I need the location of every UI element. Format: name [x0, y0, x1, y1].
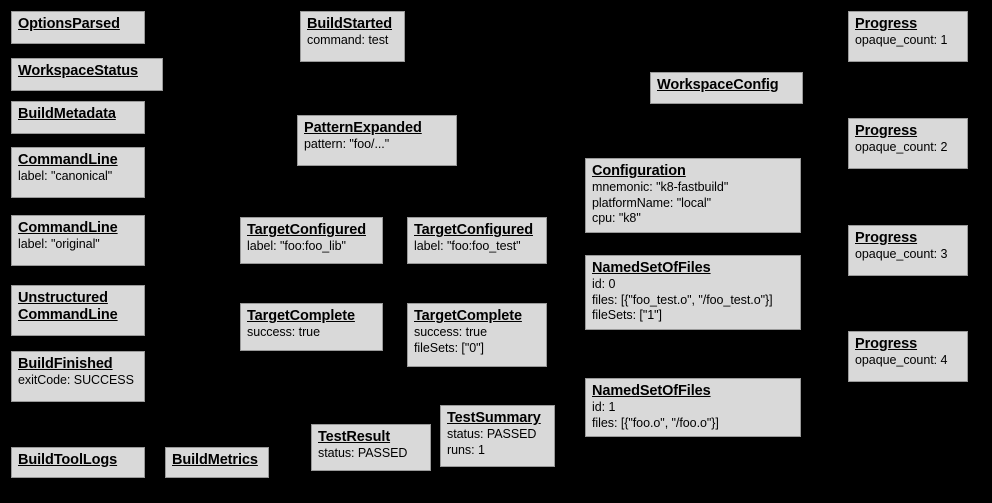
event-node-fields: opaque_count: 2	[855, 140, 948, 154]
event-node-title: TestSummary	[447, 410, 541, 426]
event-node-build-metadata[interactable]: BuildMetadata	[11, 101, 145, 134]
event-node-fields: id: 0 files: [{"foo_test.o", "/foo_test.…	[592, 277, 773, 322]
event-node-title: TargetComplete	[414, 308, 522, 324]
event-node-title: PatternExpanded	[304, 120, 422, 136]
event-node-title: BuildToolLogs	[18, 452, 118, 468]
event-node-title: WorkspaceConfig	[657, 77, 779, 93]
event-node-title: Progress	[855, 16, 918, 32]
event-node-fields: label: "canonical"	[18, 169, 113, 183]
event-node-title: BuildStarted	[307, 16, 393, 32]
event-node-title: TestResult	[318, 429, 391, 445]
event-node-fields: status: PASSED	[318, 446, 408, 460]
event-node-fields: label: "foo:foo_lib"	[247, 239, 346, 253]
event-node-fields: opaque_count: 3	[855, 247, 948, 261]
event-node-build-metrics[interactable]: BuildMetrics	[165, 447, 269, 478]
event-node-title: WorkspaceStatus	[18, 63, 138, 79]
event-node-title: Configuration	[592, 163, 686, 179]
event-node-fields: mnemonic: "k8-fastbuild" platformName: "…	[592, 180, 729, 225]
event-node-title: CommandLine	[18, 220, 118, 236]
event-node-title: TargetConfigured	[247, 222, 366, 238]
event-node-title: Progress	[855, 336, 918, 352]
event-node-fields: label: "original"	[18, 237, 100, 251]
event-node-title: BuildMetadata	[18, 106, 116, 122]
event-node-workspace-status[interactable]: WorkspaceStatus	[11, 58, 163, 91]
event-node-fields: pattern: "foo/..."	[304, 137, 390, 151]
event-node-build-tool-logs[interactable]: BuildToolLogs	[11, 447, 145, 478]
event-node-fields: exitCode: SUCCESS	[18, 373, 134, 387]
event-node-unstructured-command-line[interactable]: Unstructured CommandLine	[11, 285, 145, 336]
event-node-title: NamedSetOfFiles	[592, 260, 711, 276]
event-node-title: Progress	[855, 230, 918, 246]
event-node-fields: opaque_count: 1	[855, 33, 948, 47]
event-node-fields: success: true fileSets: ["0"]	[414, 325, 487, 355]
event-node-fields: status: PASSED runs: 1	[447, 427, 537, 457]
event-node-title: TargetConfigured	[414, 222, 533, 238]
event-node-fields: opaque_count: 4	[855, 353, 948, 367]
event-node-fields: success: true	[247, 325, 320, 339]
event-node-fields: label: "foo:foo_test"	[414, 239, 521, 253]
event-node-fields: command: test	[307, 33, 389, 47]
event-node-title: Unstructured CommandLine	[18, 290, 118, 323]
event-node-options-parsed[interactable]: OptionsParsed	[11, 11, 145, 44]
event-node-title: CommandLine	[18, 152, 118, 168]
event-node-title: OptionsParsed	[18, 16, 120, 32]
event-node-workspace-config[interactable]: WorkspaceConfig	[650, 72, 803, 104]
event-node-title: Progress	[855, 123, 918, 139]
event-node-title: BuildFinished	[18, 356, 113, 372]
event-node-title: NamedSetOfFiles	[592, 383, 711, 399]
event-node-title: BuildMetrics	[172, 452, 258, 468]
event-node-title: TargetComplete	[247, 308, 355, 324]
event-node-fields: id: 1 files: [{"foo.o", "/foo.o"}]	[592, 400, 719, 430]
